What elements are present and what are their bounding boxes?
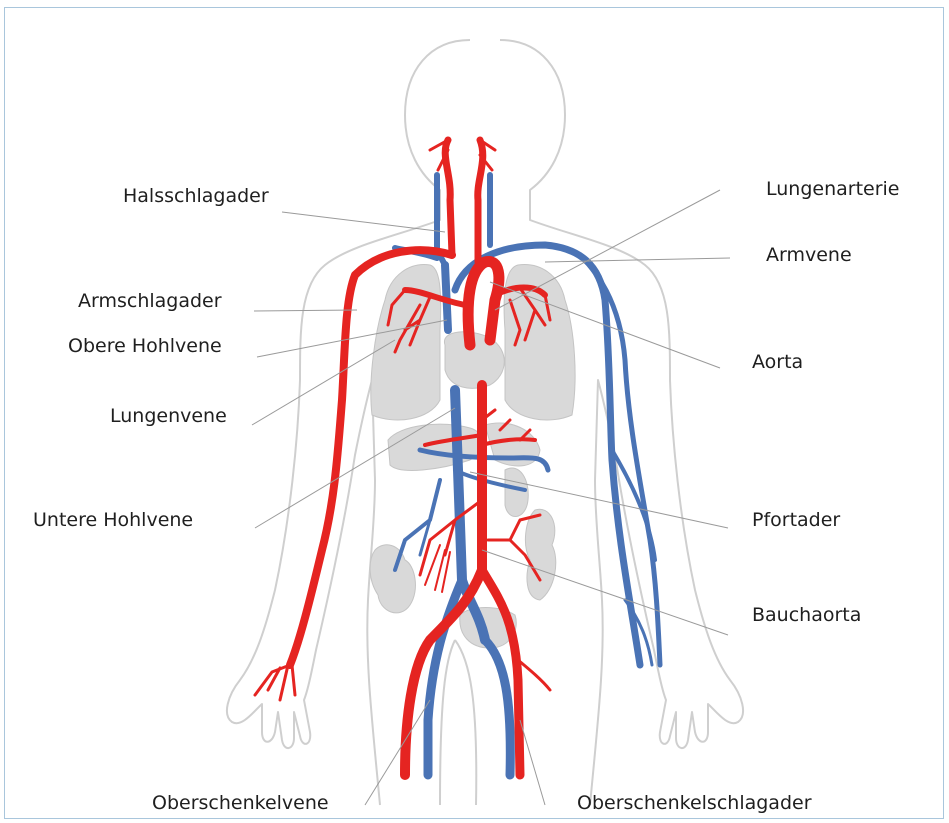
left-kidney (505, 468, 528, 516)
label-oberschenkelschlagader: Oberschenkelschlagader (577, 794, 812, 813)
aortic-arch (468, 261, 499, 345)
carotid-right (445, 140, 452, 255)
label-armvene: Armvene (766, 246, 852, 265)
leg-branch-left (518, 660, 550, 690)
liver (388, 424, 482, 470)
intestine-left (370, 545, 415, 613)
label-armschlagader: Armschlagader (78, 292, 222, 311)
leader-bauchaorta (482, 550, 728, 635)
hand-arteries-right (255, 665, 295, 700)
femoral-vein-left (485, 640, 510, 775)
intestine-right (525, 509, 555, 600)
label-halsschlagader: Halsschlagader (123, 187, 269, 206)
leader-halsschlagader (282, 212, 445, 232)
label-oberschenkelvene: Oberschenkelvene (152, 794, 329, 813)
label-pfortader: Pfortader (752, 511, 840, 530)
label-untere-hohlvene: Untere Hohlvene (33, 511, 193, 530)
leader-armschlagader (254, 310, 357, 311)
label-bauchaorta: Bauchaorta (752, 606, 861, 625)
label-lungenvene: Lungenvene (110, 407, 227, 426)
mesenteric-artery (420, 500, 482, 575)
label-lungenarterie: Lungenarterie (766, 180, 900, 199)
label-aorta: Aorta (752, 353, 803, 372)
label-obere-hohlvene: Obere Hohlvene (68, 337, 222, 356)
